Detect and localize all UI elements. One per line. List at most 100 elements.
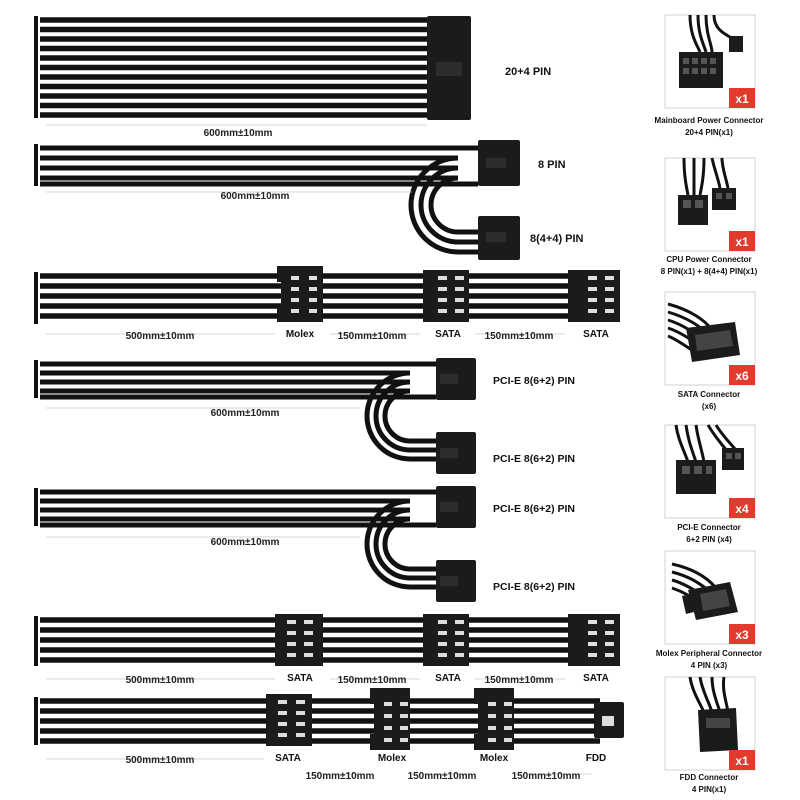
pin — [588, 276, 597, 280]
connector-label: 8 PIN — [538, 159, 566, 171]
pin — [291, 298, 299, 302]
card-subtitle: 4 PIN(x1) — [692, 785, 727, 794]
pin — [488, 738, 496, 742]
pin — [455, 642, 464, 646]
connector-label: PCI-E 8(6+2) PIN — [493, 375, 575, 387]
cable-cpu-8pin: 8 PIN 8(4+4) PIN 600mm±10mm — [34, 140, 584, 260]
pin — [278, 722, 287, 726]
cable-bundle — [40, 698, 600, 744]
length-label: 150mm±10mm — [512, 771, 581, 782]
pin — [296, 700, 305, 704]
length-label: 600mm±10mm — [204, 128, 273, 139]
connector-latch — [440, 448, 458, 458]
length-label: 500mm±10mm — [126, 755, 195, 766]
cable-20-4-pin: 20+4 PIN 600mm±10mm — [34, 16, 551, 139]
pin — [588, 653, 597, 657]
quantity-badge — [729, 498, 755, 518]
connector-latch — [486, 232, 506, 242]
card-title: Mainboard Power Connector — [655, 116, 764, 125]
pin — [455, 298, 464, 302]
pin — [309, 287, 317, 291]
cable-bundle — [40, 273, 620, 319]
pin — [438, 620, 447, 624]
quantity-badge — [729, 624, 755, 644]
length-label: 500mm±10mm — [126, 675, 195, 686]
pin — [588, 309, 597, 313]
connector-label: SATA — [583, 673, 609, 684]
pin — [291, 276, 299, 280]
length-label: 150mm±10mm — [338, 331, 407, 342]
pin — [438, 642, 447, 646]
pin — [455, 653, 464, 657]
pin — [287, 642, 296, 646]
connector-latch — [436, 62, 462, 76]
pin — [400, 702, 408, 706]
pin — [488, 714, 496, 718]
pin — [304, 653, 313, 657]
connector-label: 8(4+4) PIN — [530, 233, 584, 245]
cable-sata: 500mm±10mm SATA 150mm±10mm SATA 150mm±10… — [34, 614, 620, 686]
connector-card-cpu: x1 CPU Power Connector 8 PIN(x1) + 8(4+4… — [661, 157, 758, 276]
cable-end-bar — [34, 697, 38, 745]
pin — [309, 276, 317, 280]
pin — [504, 726, 512, 730]
pin — [588, 620, 597, 624]
pin — [605, 642, 614, 646]
length-label: 600mm±10mm — [221, 191, 290, 202]
pin — [455, 287, 464, 291]
pin — [384, 738, 392, 742]
pin — [384, 714, 392, 718]
pin — [605, 298, 614, 302]
connector-latch — [440, 374, 458, 384]
pin — [605, 620, 614, 624]
pin — [287, 620, 296, 624]
quantity-badge — [729, 231, 755, 251]
pin — [278, 733, 287, 737]
pin — [438, 287, 447, 291]
connector-card-mainboard: x1 Mainboard Power Connector 20+4 PIN(x1… — [655, 14, 764, 137]
pin — [455, 631, 464, 635]
connector-label: FDD — [586, 753, 607, 764]
pin — [455, 620, 464, 624]
cable-end-bar — [34, 616, 38, 666]
pin — [278, 711, 287, 715]
pin — [287, 653, 296, 657]
pin — [296, 711, 305, 715]
pin — [278, 700, 287, 704]
pin — [588, 287, 597, 291]
pin — [304, 631, 313, 635]
pin — [605, 276, 614, 280]
pin — [438, 276, 447, 280]
card-title: SATA Connector — [678, 390, 741, 399]
pin — [504, 738, 512, 742]
pin — [309, 298, 317, 302]
connector-latch — [440, 502, 458, 512]
pin — [438, 309, 447, 313]
pin — [400, 738, 408, 742]
badge-text: x1 — [735, 92, 749, 106]
pin — [309, 309, 317, 313]
cable-bundle — [40, 617, 620, 663]
quantity-badge — [729, 750, 755, 770]
card-title: PCI-E Connector — [677, 523, 741, 532]
connector-latch — [602, 716, 614, 726]
card-subtitle: 6+2 PIN (x4) — [686, 535, 732, 544]
cable-bundle — [40, 489, 436, 590]
card-subtitle: (x6) — [702, 402, 717, 411]
pin — [291, 309, 299, 313]
badge-text: x1 — [735, 235, 749, 249]
length-label: 600mm±10mm — [211, 537, 280, 548]
card-title: Molex Peripheral Connector — [656, 649, 762, 658]
pin — [304, 620, 313, 624]
pin — [504, 714, 512, 718]
connector-latch — [440, 576, 458, 586]
cable-sata-molex-fdd: 500mm±10mm SATA Molex Molex FDD 150mm±10… — [34, 688, 624, 782]
pin — [488, 726, 496, 730]
pin — [488, 702, 496, 706]
card-subtitle: 20+4 PIN(x1) — [685, 128, 733, 137]
connector-pins — [278, 700, 512, 742]
length-label: 150mm±10mm — [485, 331, 554, 342]
connector-label: SATA — [435, 329, 461, 340]
card-subtitle: 4 PIN (x3) — [691, 661, 728, 670]
cable-pcie-1: PCI-E 8(6+2) PIN PCI-E 8(6+2) PIN 600mm±… — [34, 358, 575, 474]
